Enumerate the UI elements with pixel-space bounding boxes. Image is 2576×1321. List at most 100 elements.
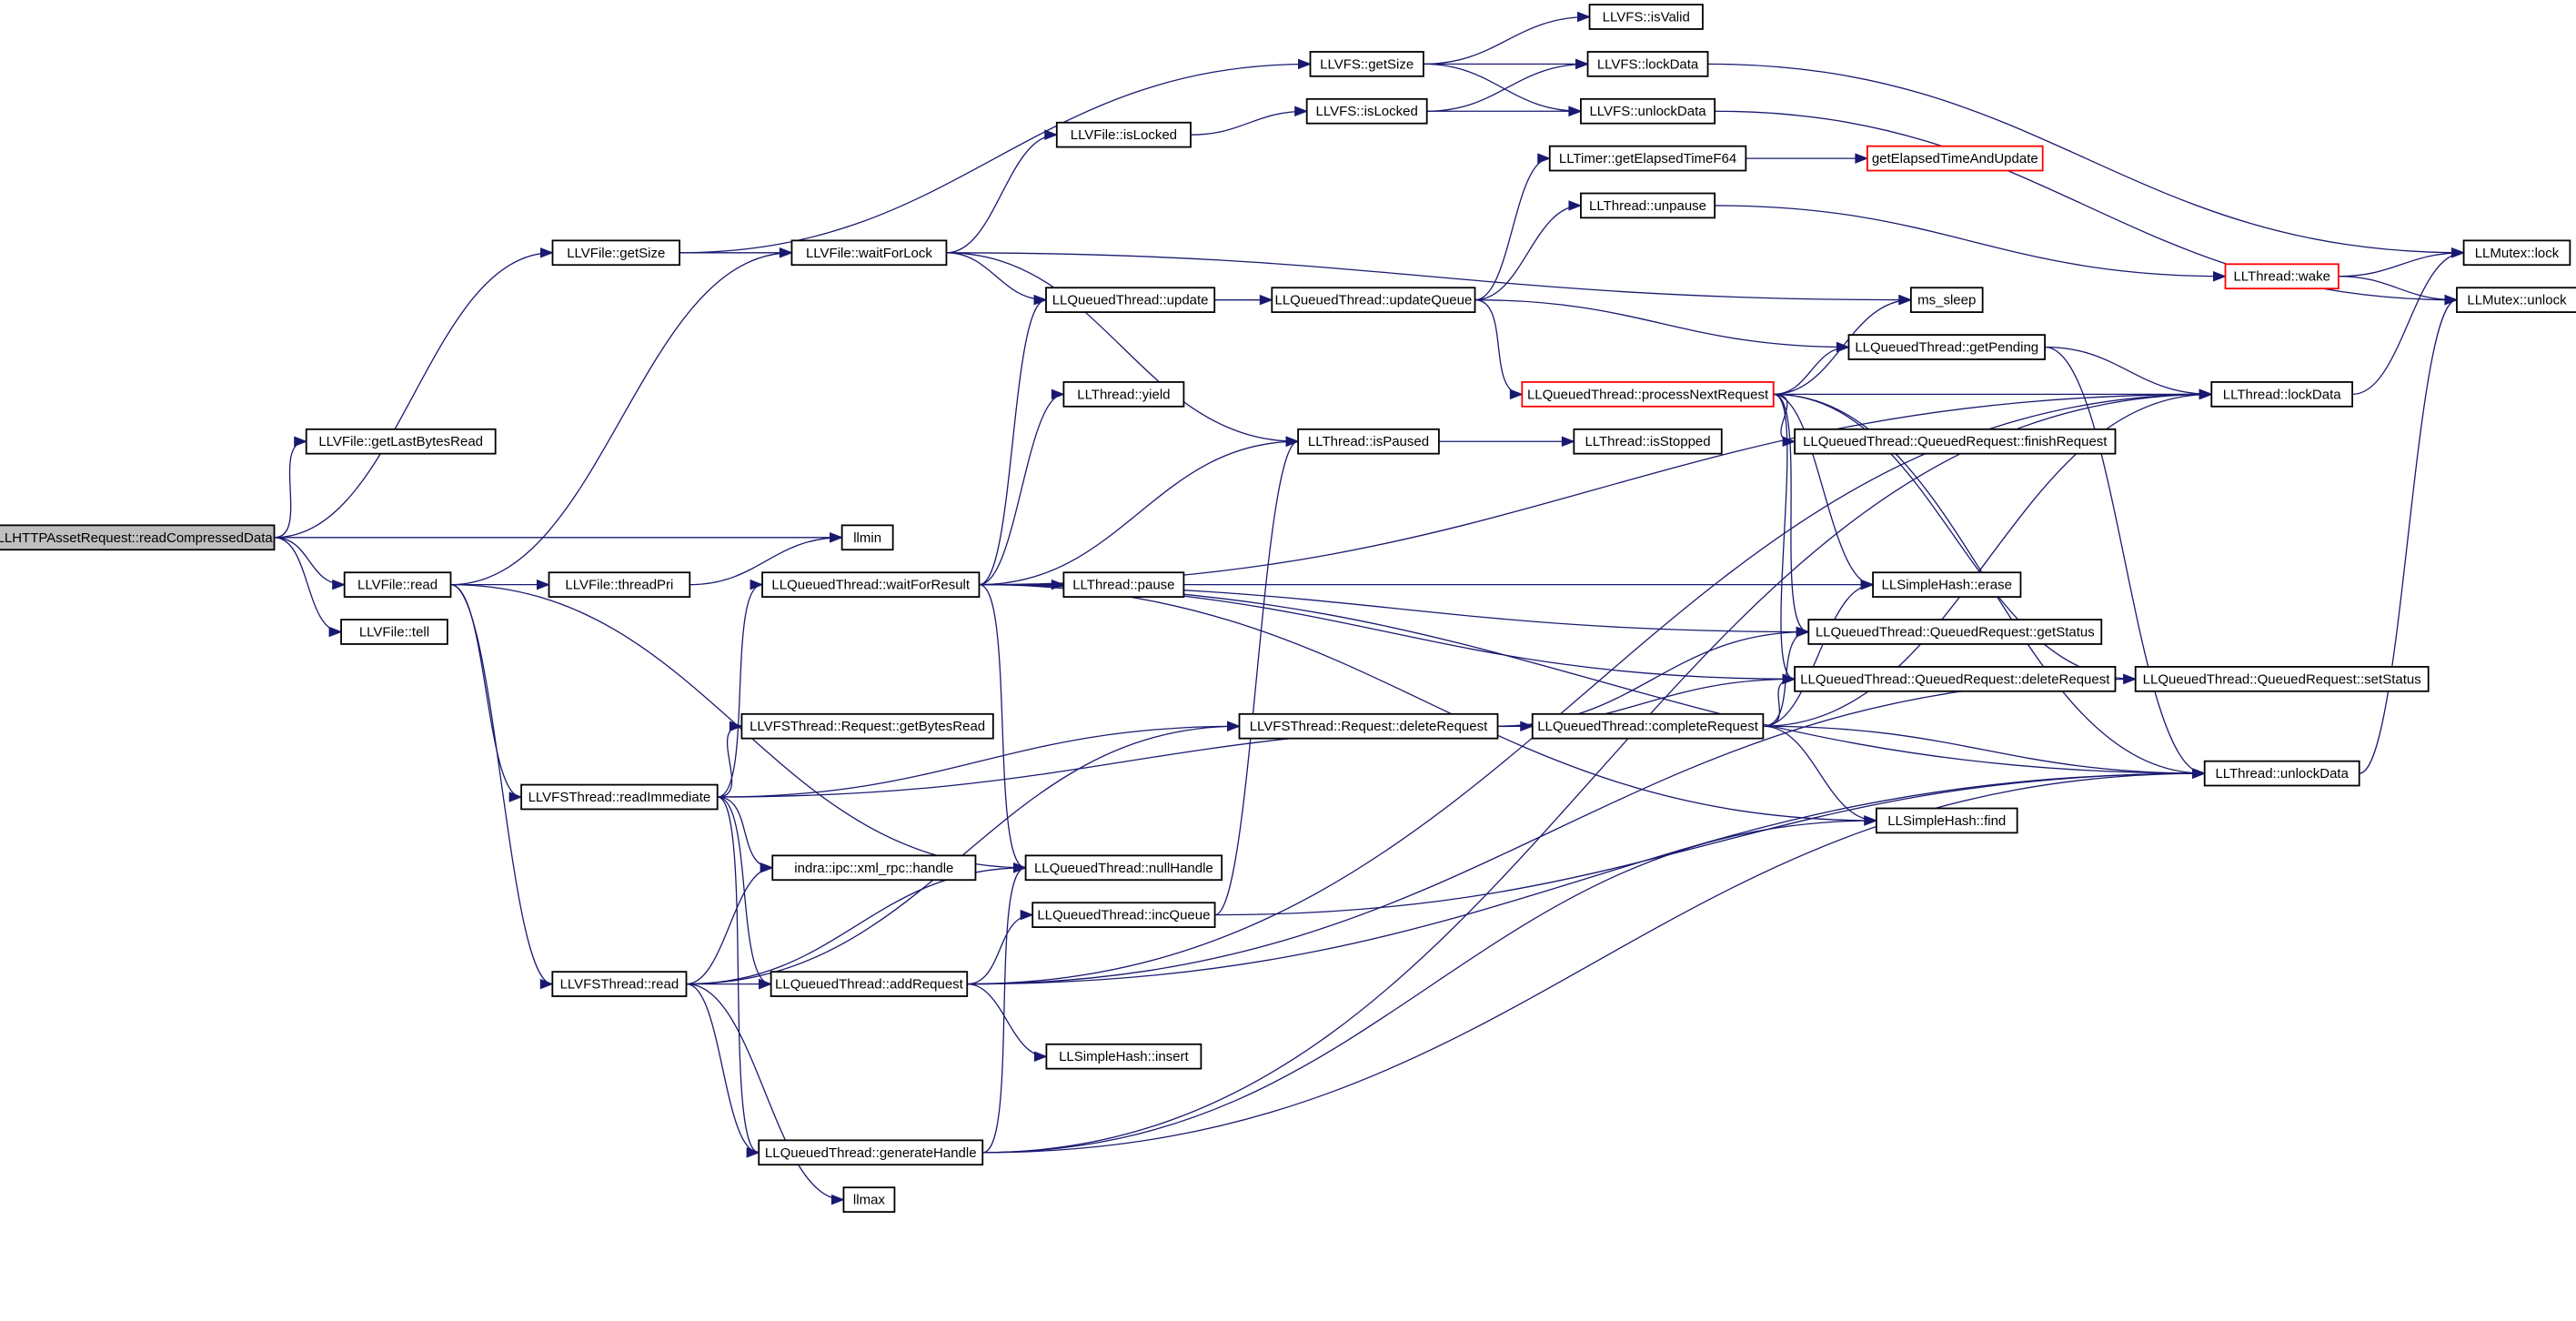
edge-addRequest-to-incQueue xyxy=(967,914,1033,985)
edge-arrowhead xyxy=(729,721,743,731)
node-readImmediate[interactable]: LLVFSThread::readImmediate xyxy=(520,783,719,811)
edge-arrowhead xyxy=(1033,294,1048,306)
edge-arrowhead xyxy=(1898,294,1913,306)
edge-arrowhead xyxy=(1509,388,1524,400)
node-getLastBytesRead[interactable]: LLVFile::getLastBytesRead xyxy=(305,428,497,455)
node-llmax[interactable]: llmax xyxy=(842,1186,896,1213)
node-box xyxy=(1807,619,2103,645)
node-isLocked[interactable]: LLVFile::isLocked xyxy=(1055,121,1192,148)
edge-arrowhead xyxy=(1051,388,1065,400)
node-box xyxy=(1794,428,2117,455)
node-mutexLock[interactable]: LLMutex::lock xyxy=(2462,239,2571,267)
node-waitForResult[interactable]: LLQueuedThread::waitForResult xyxy=(761,571,981,598)
edge-threadLockData-to-mutexLock xyxy=(2352,252,2464,396)
edge-arrowhead xyxy=(1860,579,1875,590)
edge-arrowhead xyxy=(537,579,550,590)
node-isStopped[interactable]: LLThread::isStopped xyxy=(1573,428,1723,455)
node-getElapsed64[interactable]: LLTimer::getElapsedTimeF64 xyxy=(1548,145,1747,172)
node-threadUnlockData[interactable]: LLThread::unlockData xyxy=(2203,760,2360,787)
node-label: LLQueuedThread::completeRequest xyxy=(1537,719,1758,734)
node-vfsIsValid[interactable]: LLVFS::isValid xyxy=(1588,4,1704,30)
node-vfsLockData[interactable]: LLVFS::lockData xyxy=(1586,51,1709,77)
node-label: LLVFile::waitForLock xyxy=(806,246,932,261)
node-processNext[interactable]: LLQueuedThread::processNextRequest xyxy=(1521,381,1775,408)
node-box xyxy=(790,239,948,267)
node-generateHandle[interactable]: LLQueuedThread::generateHandle xyxy=(758,1139,984,1166)
node-waitForLock[interactable]: LLVFile::waitForLock xyxy=(790,239,948,267)
node-setStatus[interactable]: LLQueuedThread::QueuedRequest::setStatus xyxy=(2134,666,2430,692)
edges-layer xyxy=(274,11,2465,1205)
node-completeRequest[interactable]: LLQueuedThread::completeRequest xyxy=(1531,712,1765,740)
node-label: LLQueuedThread::update xyxy=(1052,293,1209,308)
edge-waitForLock-to-isPaused xyxy=(946,252,1299,442)
node-box xyxy=(1586,51,1709,77)
edge-vfsUnlockData-to-mutexUnlock xyxy=(1715,110,2457,301)
edge-arrowhead xyxy=(830,532,844,543)
edge-arrowhead xyxy=(539,247,554,258)
node-finishRequest[interactable]: LLQueuedThread::QueuedRequest::finishReq… xyxy=(1794,428,2117,455)
node-vfsIsLocked[interactable]: LLVFS::isLocked xyxy=(1305,97,1428,125)
node-label: LLThread::unpause xyxy=(1589,198,1706,214)
edge-arrowhead xyxy=(746,1147,760,1158)
node-xmlRpcHandle[interactable]: indra::ipc::xml_rpc::handle xyxy=(771,854,977,882)
node-yield[interactable]: LLThread::yield xyxy=(1062,381,1185,408)
node-vfsGetSize[interactable]: LLVFS::getSize xyxy=(1309,51,1424,77)
node-qtUpdate[interactable]: LLQueuedThread::update xyxy=(1045,287,1216,313)
node-box xyxy=(1531,712,1765,740)
node-getBytesRead[interactable]: LLVFSThread::Request::getBytesRead xyxy=(740,712,994,740)
node-pause[interactable]: LLThread::pause xyxy=(1062,571,1185,598)
edge-processNext-to-getStatus xyxy=(1773,393,1809,633)
node-label: LLQueuedThread::generateHandle xyxy=(765,1145,977,1161)
node-box xyxy=(1573,428,1723,455)
node-getElapsedUpdate[interactable]: getElapsedTimeAndUpdate xyxy=(1866,145,2044,172)
node-erase[interactable]: LLSimpleHash::erase xyxy=(1872,571,2022,598)
node-updateQueue[interactable]: LLQueuedThread::updateQueue xyxy=(1271,287,1476,313)
node-nullHandle[interactable]: LLQueuedThread::nullHandle xyxy=(1024,854,1223,882)
node-label: LLVFSThread::read xyxy=(560,977,679,993)
node-mutexUnlock[interactable]: LLMutex::unlock xyxy=(2456,287,2576,313)
edge-processNext-to-erase xyxy=(1773,393,1874,586)
node-deleteRequestV[interactable]: LLVFSThread::Request::deleteRequest xyxy=(1238,712,1499,740)
node-vfileTell[interactable]: LLVFile::tell xyxy=(340,619,448,645)
node-root[interactable]: LLHTTPAssetRequest::readCompressedData xyxy=(0,524,276,551)
node-msSleep[interactable]: ms_sleep xyxy=(1909,287,1984,313)
node-box xyxy=(2462,239,2571,267)
node-threadPri[interactable]: LLVFile::threadPri xyxy=(548,571,691,598)
node-getPending[interactable]: LLQueuedThread::getPending xyxy=(1847,334,2046,360)
node-vfsThreadRead[interactable]: LLVFSThread::read xyxy=(551,971,688,997)
node-incQueue[interactable]: LLQueuedThread::incQueue xyxy=(1031,902,1216,928)
node-addRequest[interactable]: LLQueuedThread::addRequest xyxy=(770,971,969,997)
node-box xyxy=(1024,854,1223,882)
node-deleteRequestQ[interactable]: LLQueuedThread::QueuedRequest::deleteReq… xyxy=(1794,666,2117,692)
node-llmin[interactable]: llmin xyxy=(840,524,894,551)
node-vfsUnlockData[interactable]: LLVFS::unlockData xyxy=(1580,97,1716,125)
node-label: LLThread::yield xyxy=(1077,387,1170,402)
edge-generateHandle-to-threadUnlockData xyxy=(982,772,2205,1154)
edge-arrowhead xyxy=(1044,129,1059,140)
node-label: getElapsedTimeAndUpdate xyxy=(1872,151,2038,166)
node-vfileGetSize[interactable]: LLVFile::getSize xyxy=(551,239,680,267)
edge-waitForLock-to-msSleep xyxy=(946,252,1911,301)
node-box xyxy=(548,571,691,598)
node-getStatus[interactable]: LLQueuedThread::QueuedRequest::getStatus xyxy=(1807,619,2103,645)
edge-arrowhead xyxy=(2192,768,2207,779)
node-insert[interactable]: LLSimpleHash::insert xyxy=(1045,1043,1202,1070)
edge-vfsThreadRead-to-xmlRpcHandle xyxy=(686,867,773,985)
node-threadLockData[interactable]: LLThread::lockData xyxy=(2210,381,2354,408)
node-unpause[interactable]: LLThread::unpause xyxy=(1580,192,1716,219)
node-label: LLQueuedThread::nullHandle xyxy=(1034,861,1213,876)
edge-generateHandle-to-find xyxy=(982,820,1877,1154)
node-box xyxy=(740,712,994,740)
node-label: LLThread::unlockData xyxy=(2215,766,2349,782)
node-label: LLVFS::unlockData xyxy=(1589,104,1706,119)
edge-readImmediate-to-xmlRpcHandle xyxy=(717,796,773,869)
node-find[interactable]: LLSimpleHash::find xyxy=(1875,807,2018,834)
node-box xyxy=(1238,712,1499,740)
node-vfileRead[interactable]: LLVFile::read xyxy=(343,571,452,598)
edge-arrowhead xyxy=(1855,153,1869,164)
node-wake[interactable]: LLThread::wake xyxy=(2224,263,2340,290)
node-isPaused[interactable]: LLThread::isPaused xyxy=(1297,428,1440,455)
node-box xyxy=(1580,97,1716,125)
node-box xyxy=(1521,381,1775,408)
edge-arrowhead xyxy=(1782,673,1796,685)
